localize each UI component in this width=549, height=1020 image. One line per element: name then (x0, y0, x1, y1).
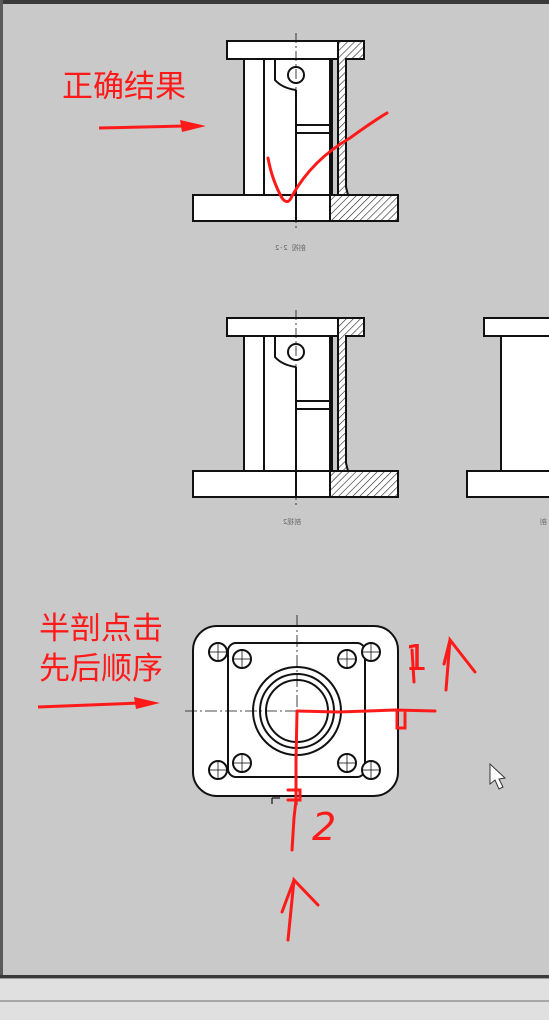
arrow-to-plan-view (37, 697, 160, 709)
window-left-border (0, 0, 3, 980)
view-caption-middle: 剖视2 (283, 518, 302, 526)
arrow-to-correct-view (98, 120, 206, 132)
half-section-label-line2: 先后顺序 (39, 651, 163, 687)
half-section-label-line1: 半剖点击 (39, 611, 163, 647)
mouse-pointer-icon (489, 762, 507, 790)
correct-result-label: 正确结果 (62, 69, 186, 105)
front-view-partial[interactable] (466, 317, 549, 498)
section-view-middle[interactable] (192, 310, 399, 505)
section-view-correct[interactable] (192, 33, 399, 230)
step-1-label: 1 (405, 638, 428, 679)
view-caption-top: 剖视 2-2 (275, 244, 306, 252)
cut-path-annotation (280, 636, 477, 942)
window-top-border (0, 0, 549, 4)
status-bar (0, 978, 549, 1020)
view-caption-right: 剖 (540, 518, 547, 526)
check-mark-annotation (266, 111, 389, 203)
window-bottom-border (0, 975, 549, 978)
status-bar-divider (0, 1000, 549, 1002)
step-2-label: 2 (312, 805, 337, 849)
